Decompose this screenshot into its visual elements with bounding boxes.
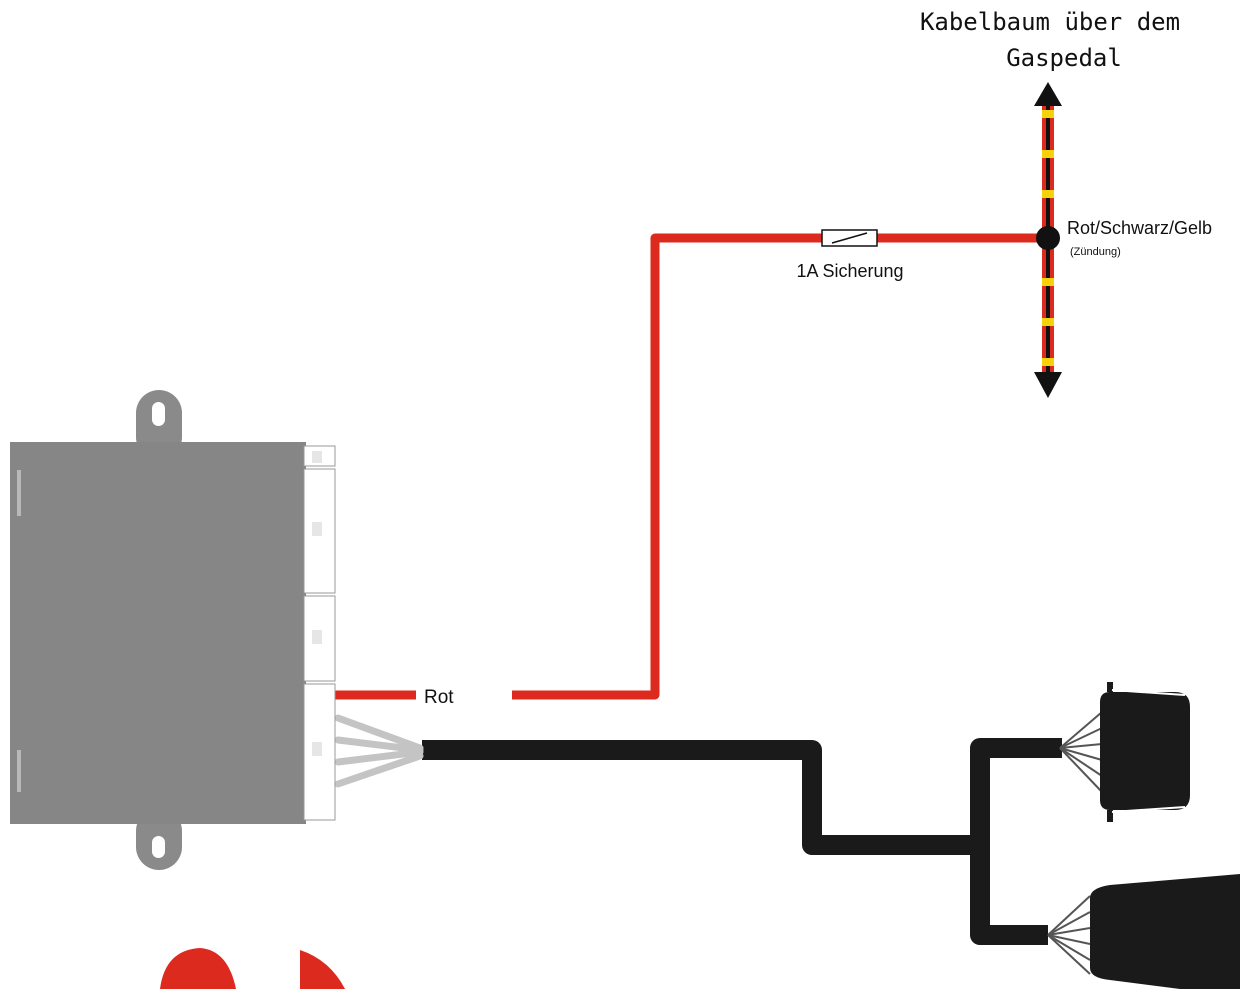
module-fan-wires (334, 714, 424, 788)
black-cable (422, 738, 1062, 945)
logo-fragment (160, 948, 345, 989)
module-body (10, 442, 306, 824)
harness-title-line2: Gaspedal (1006, 44, 1122, 72)
fuse-icon (821, 229, 878, 247)
red-wire (335, 233, 1042, 700)
fuse-label: 1A Sicherung (796, 261, 903, 281)
module-wire-label: Rot (424, 687, 454, 708)
upper-connector (1059, 682, 1190, 822)
control-module (10, 390, 336, 870)
arrow-down-icon (1034, 372, 1062, 398)
harness-stripes (1042, 110, 1054, 366)
splice-dot-icon (1036, 226, 1060, 250)
splice-wire-note-label: (Zündung) (1070, 246, 1121, 258)
arrow-up-icon (1034, 82, 1062, 106)
lower-connector (1047, 874, 1240, 989)
module-sockets (303, 445, 336, 821)
splice-wire-color-label: Rot/Schwarz/Gelb (1067, 218, 1212, 238)
harness-title-line1: Kabelbaum über dem (920, 8, 1180, 36)
